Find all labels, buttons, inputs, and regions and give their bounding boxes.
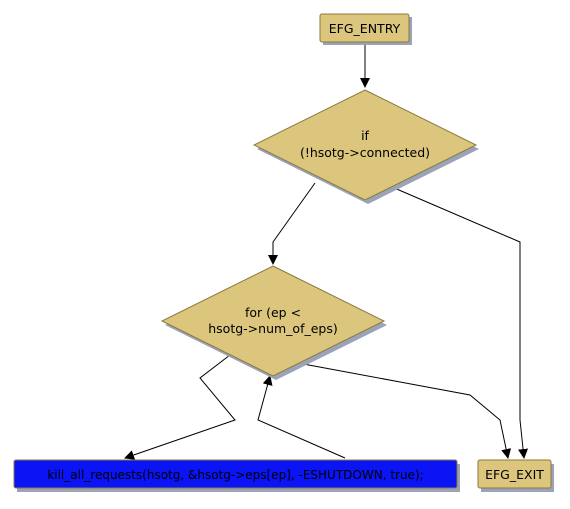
if-connected-diamond	[252, 89, 478, 201]
if-connected-node: if (!hsotg->connected)	[252, 89, 479, 204]
edge-for-body-to-kill	[124, 354, 236, 460]
edges	[124, 44, 529, 460]
kill-requests-node: kill_all_requests(hsotg, &hsotg->eps[ep]…	[13, 459, 460, 492]
kill-requests-box	[13, 459, 458, 489]
if-connected-line1: if	[361, 128, 369, 143]
entry-box	[319, 13, 410, 43]
edge-kill-loopback-to-for	[257, 375, 346, 459]
exit-box	[477, 459, 552, 489]
kill-requests-label: kill_all_requests(hsotg, &hsotg->eps[ep]…	[47, 468, 423, 482]
for-loop-node: for (ep < hsotg->num_of_eps)	[160, 265, 387, 380]
for-loop-line2: hsotg->num_of_eps)	[208, 321, 338, 336]
entry-node: EFG_ENTRY	[319, 13, 412, 45]
edge-if-false-to-for	[268, 182, 316, 265]
exit-label: EFG_EXIT	[485, 467, 544, 482]
for-loop-diamond	[160, 265, 386, 377]
for-loop-line1: for (ep <	[245, 305, 301, 320]
entry-label: EFG_ENTRY	[329, 21, 401, 36]
edge-for-exit-to-exit	[297, 362, 512, 459]
if-connected-line2: (!hsotg->connected)	[300, 145, 430, 160]
edge-if-true-to-exit	[391, 186, 529, 459]
exit-node: EFG_EXIT	[477, 459, 554, 492]
